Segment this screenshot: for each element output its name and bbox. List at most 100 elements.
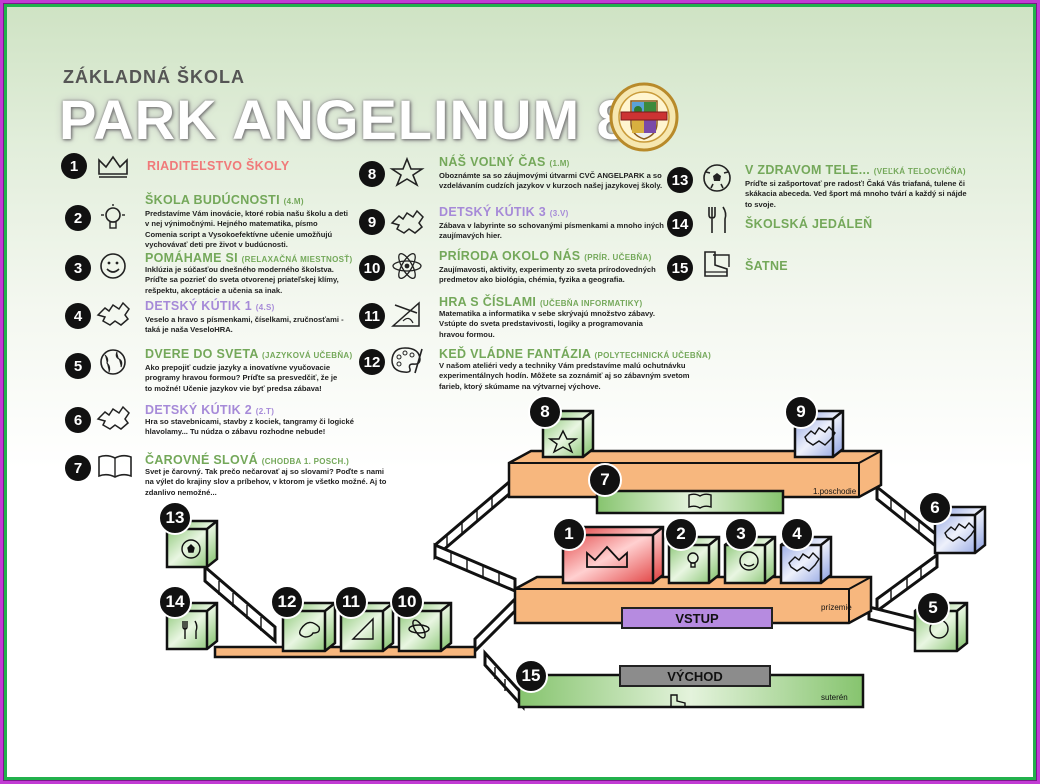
legend-title: ČAROVNÉ SLOVÁ (CHODBA 1. POSCH.): [145, 453, 350, 467]
stair-left-mid: [433, 542, 517, 594]
floor-label-ground: prízemie: [821, 603, 852, 612]
legend-title: NÁŠ VOĽNÝ ČAS (1.M): [439, 155, 570, 169]
football-icon: [181, 539, 201, 559]
smiley-icon: [739, 551, 759, 571]
legend-description: Matematika a informatika v sebe skrývajú…: [439, 309, 655, 339]
legend-description: Zábava v labyrinte so schovanými písmenk…: [439, 221, 664, 241]
lightbulb-icon: [101, 204, 125, 229]
legend-description: Oboznámte sa so záujmovými útvarmi CVČ A…: [439, 171, 663, 191]
map-marker-3: 3: [724, 517, 758, 551]
legend-number: 15: [667, 255, 693, 281]
legend-title: DETSKÝ KÚTIK 3 (3.V): [439, 205, 569, 219]
smiley-icon: [100, 253, 126, 279]
palette-icon: [391, 347, 423, 374]
crown-icon: [586, 545, 628, 568]
map-marker-8: 8: [528, 395, 562, 429]
school-label: ZÁKLADNÁ ŠKOLA: [63, 67, 245, 87]
map-marker-7: 7: [588, 463, 622, 497]
school-crest-logo: [609, 82, 679, 152]
exit-sign: VÝCHOD: [619, 665, 771, 687]
puzzle-icon: [804, 425, 836, 446]
map-marker-5: 5: [916, 591, 950, 625]
stair-link: [473, 595, 517, 655]
legend-number: 12: [359, 349, 385, 375]
legend-number: 14: [667, 211, 693, 237]
palette-icon: [298, 621, 321, 638]
legend-number: 9: [359, 209, 385, 235]
legend-description: V našom ateliéri vedy a techniky Vám pre…: [439, 361, 690, 391]
legend-description: Predstavíme Vám inovácie, ktoré robia na…: [145, 209, 348, 250]
legend-number: 1: [61, 153, 87, 179]
floor-label-basement: suterén: [821, 693, 848, 702]
geometry-icon: [351, 617, 374, 640]
crown-icon: [98, 155, 128, 178]
boots-icon: [704, 251, 730, 277]
star-icon: [547, 429, 579, 454]
floor-label-first: 1.poschodie: [813, 487, 857, 496]
legend-number: 5: [65, 353, 91, 379]
legend-number: 7: [65, 455, 91, 481]
book-icon: [98, 454, 132, 478]
legend-title: ŠKOLSKÁ JEDÁLEŇ: [745, 217, 873, 231]
legend-description: Príďte si zašportovať pre radosť! Čaká V…: [745, 179, 967, 209]
map-marker-13: 13: [158, 501, 192, 535]
legend-title: PRÍRODA OKOLO NÁS (PRÍR. UČEBŇA): [439, 249, 652, 263]
book-icon: [688, 493, 712, 509]
legend-description: Veselo a hravo s písmenkami, číselkami, …: [145, 315, 344, 335]
cutlery-icon: [708, 206, 727, 233]
legend-number: 11: [359, 303, 385, 329]
legend-number: 13: [667, 167, 693, 193]
puzzle-icon: [944, 521, 976, 542]
legend-description: Ako prepojiť cudzie jazyky a inovatívne …: [145, 363, 338, 393]
legend-description: Inklúzia je súčasťou dnešného moderného …: [145, 265, 339, 295]
cutlery-icon: [182, 620, 198, 639]
globe-icon: [100, 349, 126, 375]
football-icon: [703, 164, 731, 192]
puzzle-icon: [390, 209, 424, 234]
room-7-corridor: [595, 489, 785, 515]
atom-icon: [392, 252, 422, 280]
geometry-icon: [391, 301, 420, 327]
entrance-sign: VSTUP: [621, 607, 773, 629]
legend-title: DVERE DO SVETA (JAZYKOVÁ UČEBŇA): [145, 347, 353, 361]
puzzle-icon: [96, 405, 130, 430]
star-icon: [389, 157, 425, 187]
puzzle-icon: [96, 301, 130, 326]
legend-title: ŠATNE: [745, 259, 788, 273]
legend-number: 3: [65, 255, 91, 281]
poster: ZÁKLADNÁ ŠKOLA PARK ANGELINUM 8 1 RIADIT…: [4, 4, 1036, 780]
map-marker-1: 1: [552, 517, 586, 551]
map-marker-4: 4: [780, 517, 814, 551]
map-marker-11: 11: [334, 585, 368, 619]
legend-number: 2: [65, 205, 91, 231]
legend-number: 8: [359, 161, 385, 187]
stair-right-5: [867, 605, 919, 633]
page-title: PARK ANGELINUM 8: [59, 88, 629, 151]
legend-title: DETSKÝ KÚTIK 2 (2.T): [145, 403, 275, 417]
legend-title: DETSKÝ KÚTIK 1 (4.S): [145, 299, 275, 313]
atom-icon: [408, 624, 430, 634]
puzzle-icon: [788, 551, 820, 572]
map-marker-9: 9: [784, 395, 818, 429]
legend-title: HRA S ČÍSLAMI (UČEBŇA INFORMATIKY): [439, 295, 643, 309]
boots-icon: [670, 694, 686, 708]
legend-title: V ZDRAVOM TELE... (VEĽKÁ TELOCVIČŇA): [745, 163, 966, 177]
legend-title: ŠKOLA BUDÚCNOSTI (4.M): [145, 193, 304, 207]
stair-13: [203, 563, 277, 645]
legend-description: Svet je čarovný. Tak prečo nečarovať aj …: [145, 467, 387, 497]
legend-description: Hra so stavebnicami, stavby z kociek, ta…: [145, 417, 354, 437]
legend-number: 6: [65, 407, 91, 433]
legend-title: RIADITEĽSTVO ŠKOLY: [147, 159, 290, 173]
map-marker-15: 15: [514, 659, 548, 693]
legend-number: 10: [359, 255, 385, 281]
legend-description: Zaujímavosti, aktivity, experimenty zo s…: [439, 265, 656, 285]
map-marker-12: 12: [270, 585, 304, 619]
legend-title: POMÁHAME SI (RELAXAČNÁ MIESTNOSŤ): [145, 251, 353, 265]
map-marker-10: 10: [390, 585, 424, 619]
map-marker-14: 14: [158, 585, 192, 619]
map-marker-2: 2: [664, 517, 698, 551]
legend-number: 4: [65, 303, 91, 329]
legend-title: KEĎ VLÁDNE FANTÁZIA (POLYTECHNICKÁ UČEBŇ…: [439, 347, 712, 361]
map-marker-6: 6: [918, 491, 952, 525]
